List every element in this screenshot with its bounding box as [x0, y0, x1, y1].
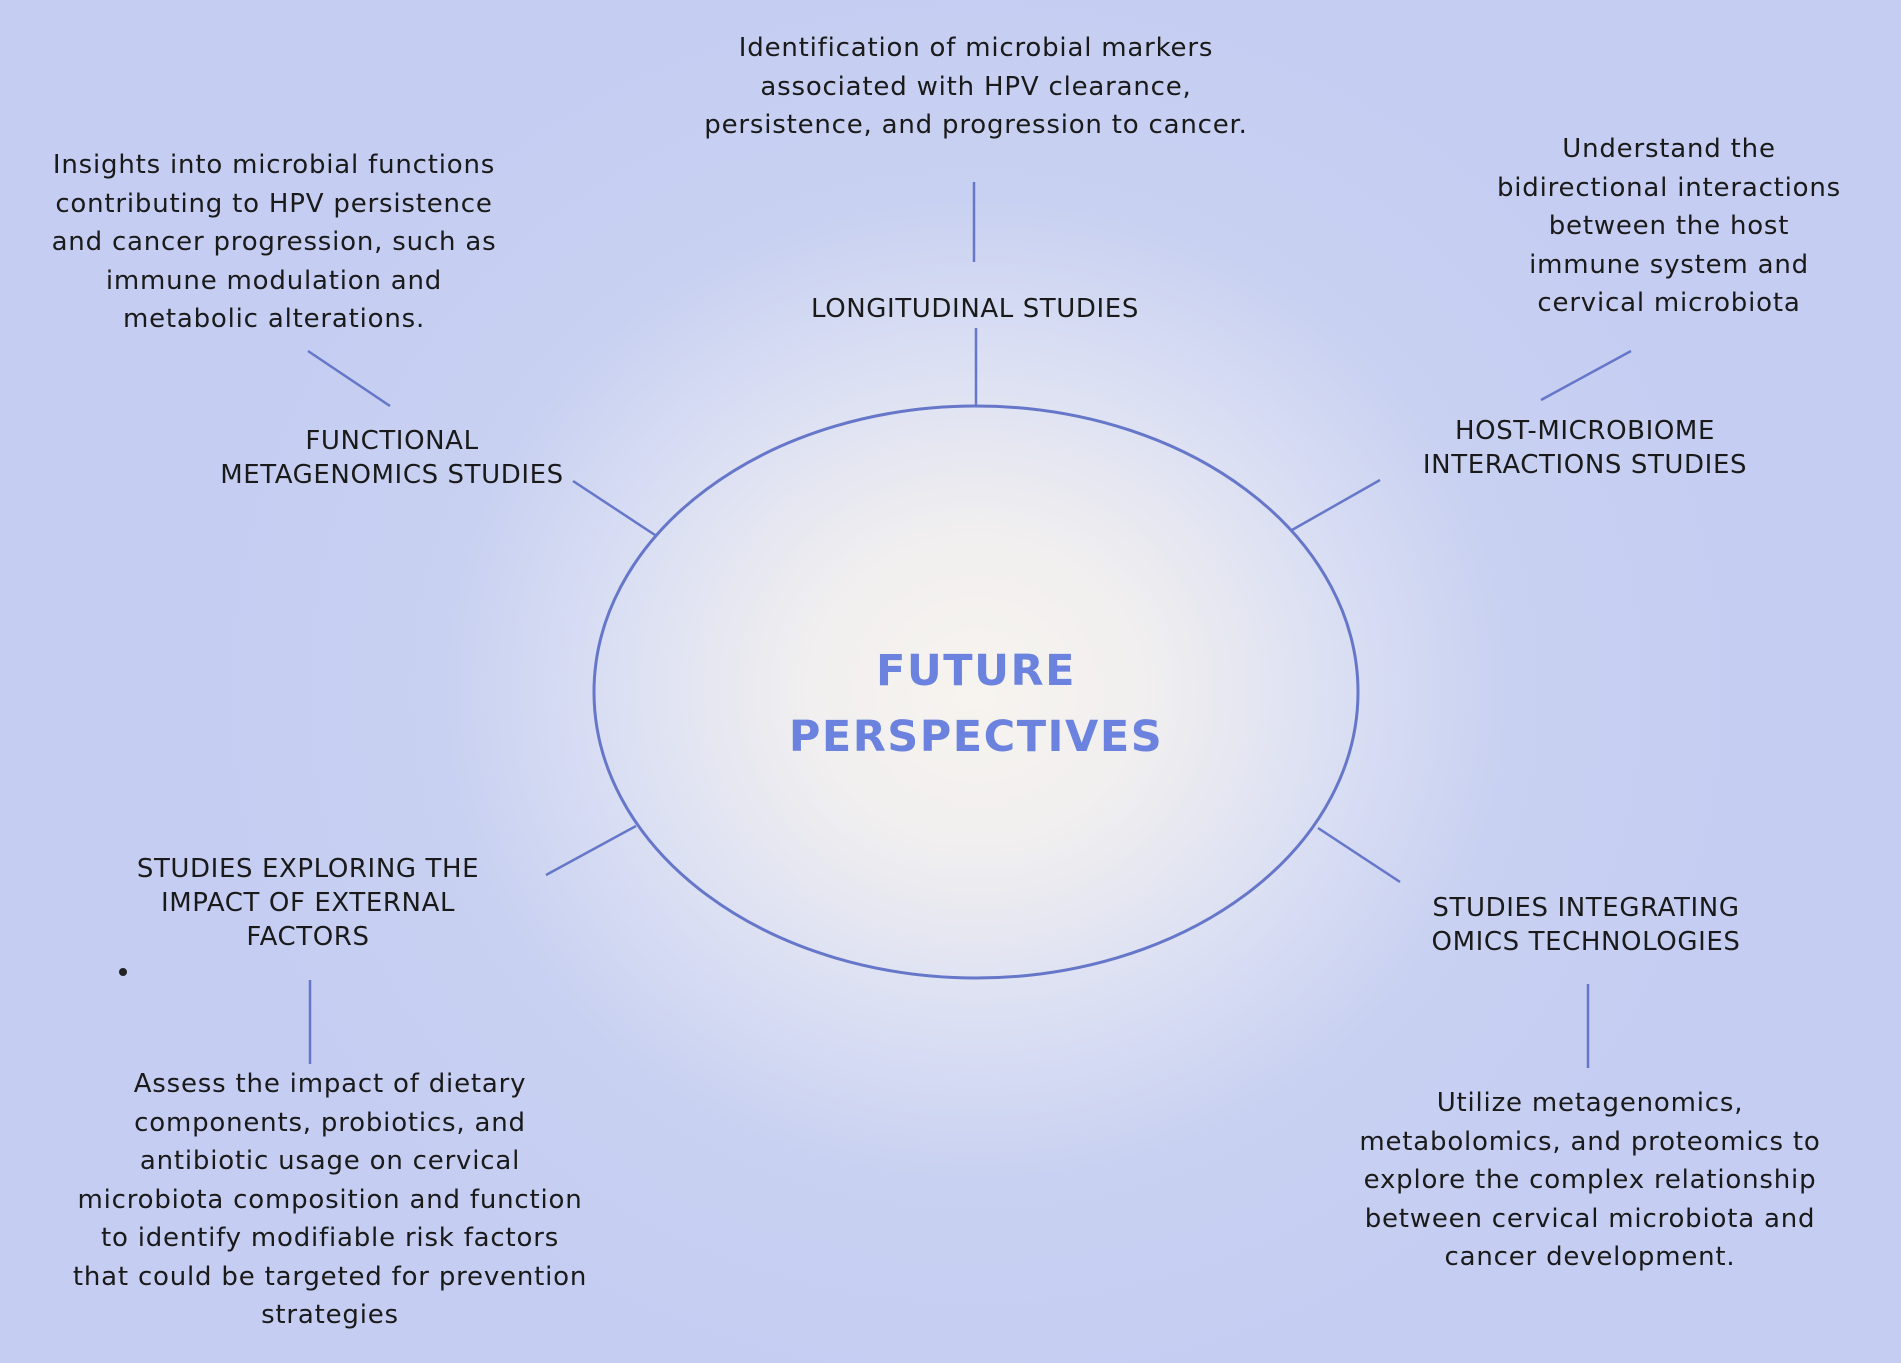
functional-heading: FUNCTIONAL METAGENOMICS STUDIES — [162, 424, 622, 492]
description-line: Utilize metagenomics, — [1436, 1088, 1744, 1118]
description-line: associated with HPV clearance, — [760, 71, 1192, 102]
description-line: persistence, and progression to cancer. — [704, 110, 1248, 140]
description-line: immune system and — [1529, 249, 1809, 280]
heading-line: METAGENOMICS STUDIES — [220, 460, 564, 490]
description-line: contributing to HPV persistence — [55, 188, 493, 219]
description-line: microbiota composition and function — [77, 1184, 583, 1215]
description-line: Understand the — [1562, 134, 1776, 164]
center-title-line: FUTURE — [875, 646, 1077, 696]
description-line: Identification of microbial markers — [738, 33, 1214, 63]
omics-description: Utilize metagenomics, metabolomics, and … — [1310, 1084, 1870, 1277]
heading-line: FUNCTIONAL — [305, 426, 479, 456]
external-factors-heading: STUDIES EXPLORING THE IMPACT OF EXTERNAL… — [88, 852, 528, 954]
heading-line: FACTORS — [246, 922, 370, 952]
description-line: explore the complex relationship — [1363, 1165, 1817, 1195]
description-line: and cancer progression, such as — [51, 227, 497, 257]
connector-functional-to-description — [307, 349, 391, 408]
functional-description: Insights into microbial functions contri… — [14, 146, 534, 339]
connector-host-microbiome-to-description — [1540, 349, 1632, 402]
connector-external-factors-to-center — [545, 824, 637, 877]
description-line: strategies — [261, 1300, 399, 1330]
description-line: Insights into microbial functions — [52, 150, 496, 180]
heading-line: STUDIES INTEGRATING — [1432, 893, 1740, 923]
description-line: to identify modifiable risk factors — [100, 1223, 560, 1253]
omics-heading: STUDIES INTEGRATING OMICS TECHNOLOGIES — [1370, 891, 1802, 959]
heading-line: STUDIES EXPLORING THE — [136, 854, 480, 884]
center-title: FUTURE PERSPECTIVES — [676, 638, 1276, 770]
host-microbiome-description: Understand the bidirectional interaction… — [1454, 130, 1884, 323]
description-line: immune modulation and — [105, 265, 443, 296]
longitudinal-heading: LONGITUDINAL STUDIES — [720, 292, 1230, 326]
description-line: between the host — [1548, 211, 1790, 241]
connector-functional-to-center — [572, 479, 656, 537]
heading-line: INTERACTIONS STUDIES — [1422, 450, 1748, 480]
description-line: bidirectional interactions — [1496, 172, 1842, 203]
heading-line: OMICS TECHNOLOGIES — [1431, 927, 1741, 957]
description-line: cancer development. — [1444, 1242, 1736, 1272]
heading-line: HOST-MICROBIOME — [1454, 416, 1715, 446]
connector-omics-to-center — [1317, 826, 1401, 884]
description-line: metabolic alterations. — [122, 304, 426, 334]
description-line: that could be targeted for prevention — [72, 1261, 588, 1292]
description-line: components, probiotics, and — [134, 1107, 526, 1138]
connector-host-microbiome-to-center — [1291, 478, 1381, 532]
longitudinal-description: Identification of microbial markers asso… — [620, 29, 1332, 145]
external-factors-description: Assess the impact of dietary components,… — [20, 1065, 640, 1335]
description-line: antibiotic usage on cervical — [139, 1146, 521, 1176]
host-microbiome-heading: HOST-MICROBIOME INTERACTIONS STUDIES — [1370, 414, 1800, 482]
description-line: Assess the impact of dietary — [133, 1069, 527, 1099]
description-line: cervical microbiota — [1537, 288, 1801, 318]
description-line: metabolomics, and proteomics to — [1359, 1126, 1821, 1157]
heading-line: IMPACT OF EXTERNAL — [160, 888, 456, 918]
bullet-dot — [119, 968, 127, 976]
description-line: between cervical microbiota and — [1364, 1203, 1816, 1234]
heading-line: LONGITUDINAL STUDIES — [811, 294, 1139, 324]
center-title-line: PERSPECTIVES — [788, 712, 1164, 762]
